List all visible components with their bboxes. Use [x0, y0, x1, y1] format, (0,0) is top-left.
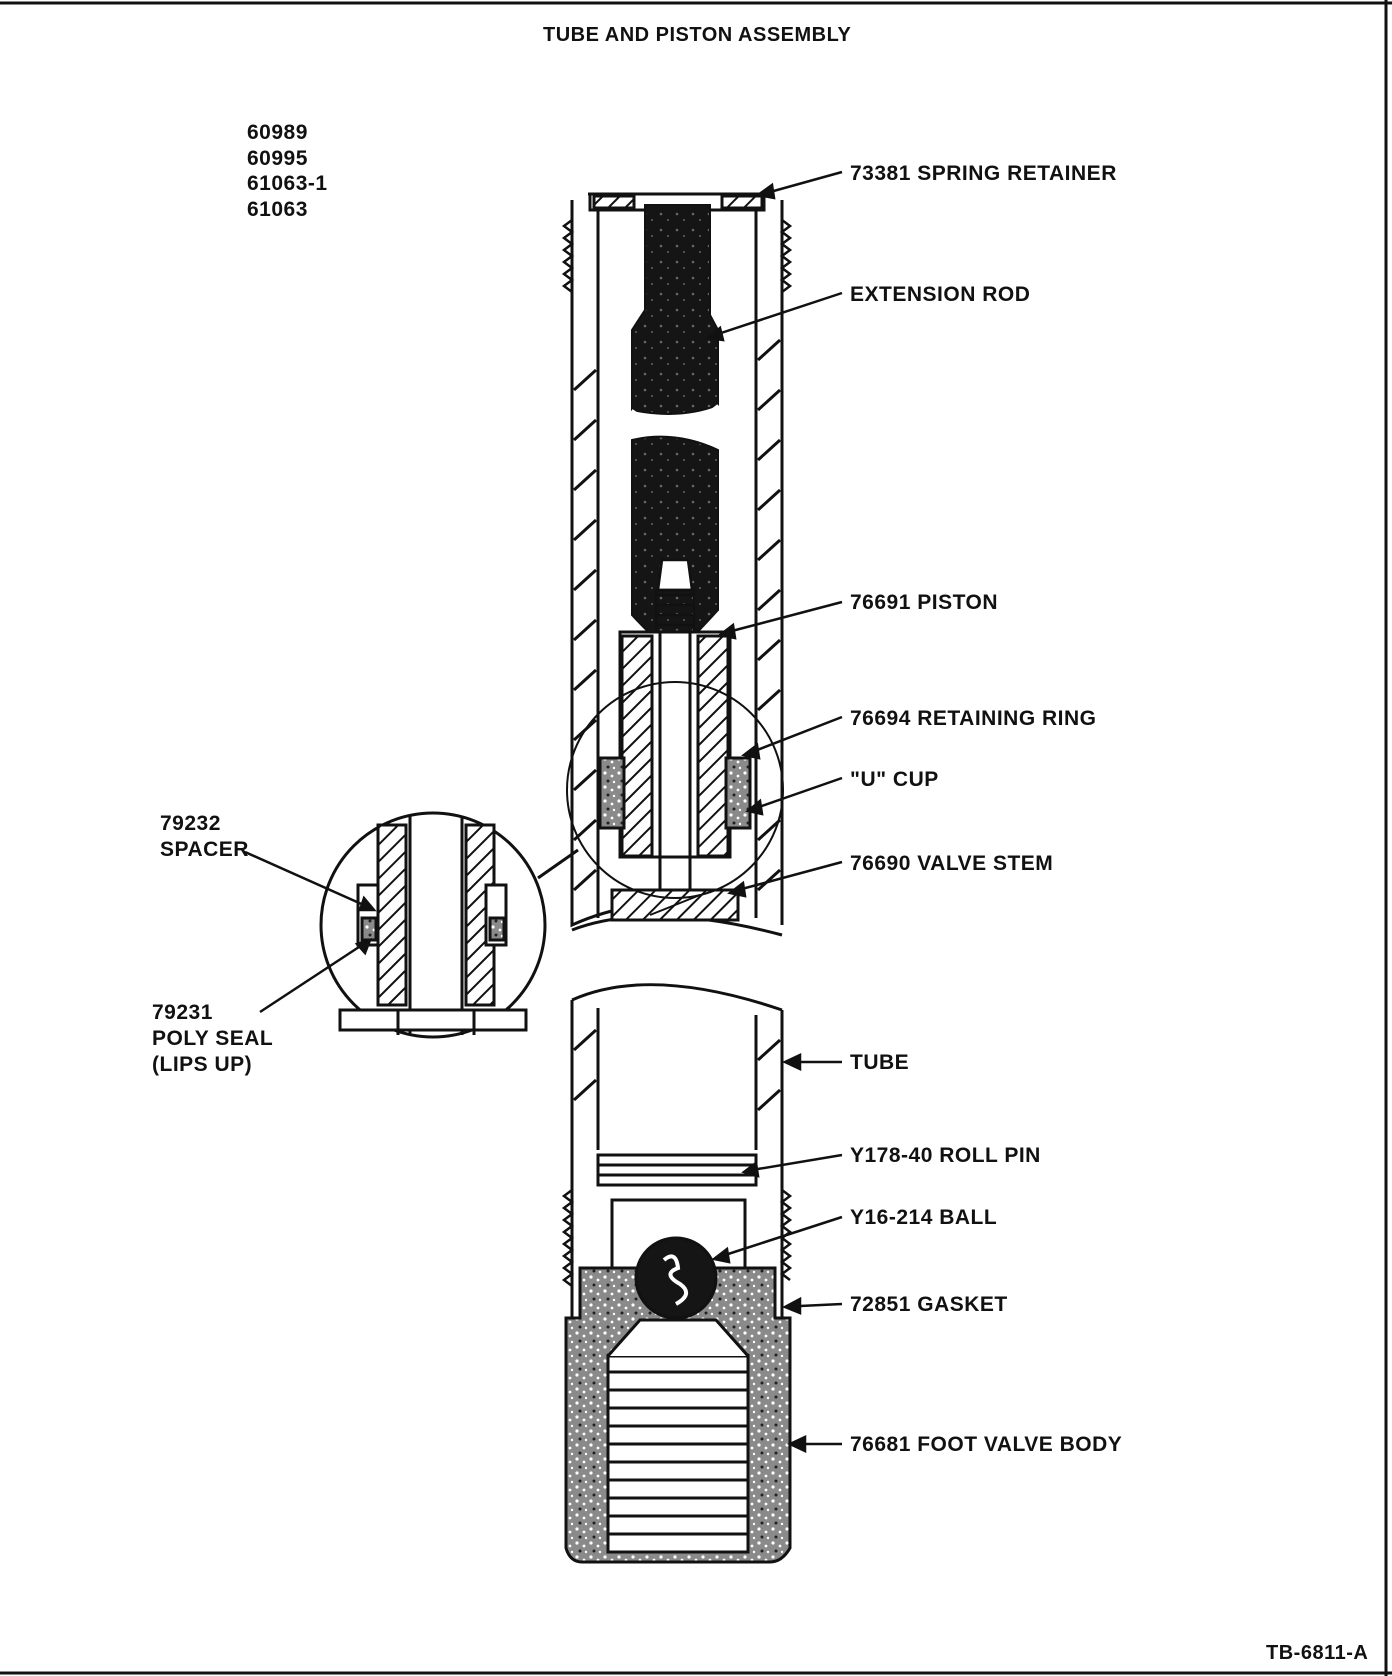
label-u-cup: "U" CUP — [850, 768, 939, 791]
label-spacer-number: 79232 — [160, 812, 221, 835]
label-roll-pin: Y178-40 ROLL PIN — [850, 1144, 1041, 1167]
model-number: 60995 — [247, 146, 308, 170]
tube-wall-hatch-right — [756, 338, 782, 892]
model-number: 61063 — [247, 197, 308, 221]
label-ball: Y16-214 BALL — [850, 1206, 998, 1229]
spring-retainer — [588, 192, 770, 212]
label-spacer: SPACER — [160, 838, 249, 861]
roll-pin-band — [596, 1153, 758, 1187]
threaded-stud — [654, 558, 696, 634]
piston-body — [598, 630, 752, 922]
page-title: TUBE AND PISTON ASSEMBLY — [543, 24, 852, 46]
leader-lines — [244, 170, 843, 1453]
detail-inset — [319, 811, 579, 1039]
label-retaining-ring: 76694 RETAINING RING — [850, 707, 1097, 730]
lower-wall-hatch — [572, 1028, 782, 1112]
label-gasket: 72851 GASKET — [850, 1293, 1008, 1316]
tube-wall-hatch-left — [572, 368, 598, 892]
detail-marker-circle — [566, 681, 784, 899]
foot-valve-body — [564, 1266, 792, 1564]
label-spring-retainer: 73381 SPRING RETAINER — [850, 162, 1117, 185]
model-numbers: 60989 60995 61063-1 61063 — [247, 120, 328, 222]
top-threads — [561, 219, 793, 293]
lower-tube — [570, 983, 784, 1318]
ball — [634, 1236, 718, 1320]
label-poly-seal: POLY SEAL — [152, 1027, 274, 1050]
label-tube: TUBE — [850, 1051, 910, 1074]
label-foot-valve-body: 76681 FOOT VALVE BODY — [850, 1433, 1123, 1456]
model-number: 61063-1 — [247, 172, 328, 195]
label-piston: 76691 PISTON — [850, 591, 999, 614]
model-number: 60989 — [247, 121, 308, 144]
label-poly-seal-number: 79231 — [152, 1001, 213, 1024]
label-valve-stem: 76690 VALVE STEM — [850, 852, 1054, 875]
label-extension-rod: EXTENSION ROD — [850, 283, 1031, 306]
document-id: TB-6811-A — [1266, 1642, 1369, 1664]
extension-rod — [631, 204, 719, 657]
label-poly-seal-note: (LIPS UP) — [152, 1053, 253, 1076]
